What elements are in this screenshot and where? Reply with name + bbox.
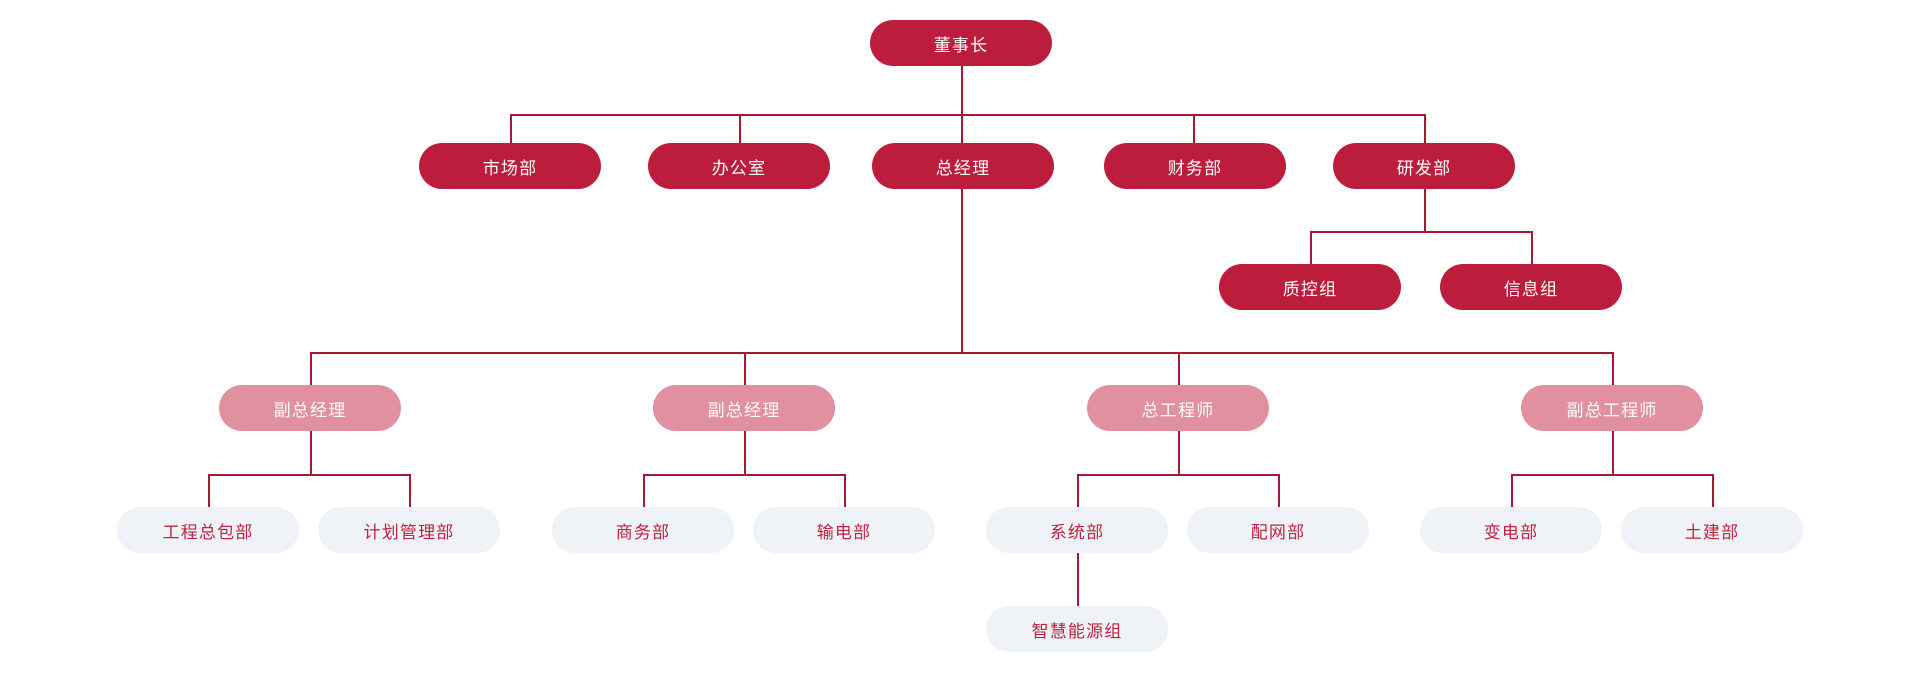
connector-drop-epc — [208, 474, 210, 507]
org-node-system-dept[interactable]: 系统部 — [986, 507, 1168, 553]
connector-drop-qc — [1310, 231, 1312, 264]
connector-chairman-stem — [961, 66, 963, 115]
connector-drop-business — [643, 474, 645, 507]
org-node-distribution[interactable]: 配网部 — [1187, 507, 1369, 553]
connector-drop-distribution — [1278, 474, 1280, 507]
connector-rnd-stem — [1424, 189, 1426, 231]
org-node-epc-dept[interactable]: 工程总包部 — [117, 507, 299, 553]
connector-deputy-stem — [1612, 431, 1614, 474]
org-node-deputy-chief[interactable]: 副总工程师 — [1521, 385, 1703, 431]
connector-drop-finance — [1193, 114, 1195, 143]
connector-drop-info — [1531, 231, 1533, 264]
org-node-transmission[interactable]: 输电部 — [753, 507, 935, 553]
connector-drop-civil — [1712, 474, 1714, 507]
org-node-chairman[interactable]: 董事长 — [870, 20, 1052, 66]
connector-drop-system — [1077, 474, 1079, 507]
connector-drop-office — [739, 114, 741, 143]
connector-drop-substation — [1511, 474, 1513, 507]
connector-dgm1-stem — [310, 431, 312, 474]
org-node-rnd[interactable]: 研发部 — [1333, 143, 1515, 189]
org-node-gm[interactable]: 总经理 — [872, 143, 1054, 189]
org-node-business-dept[interactable]: 商务部 — [552, 507, 734, 553]
org-node-qc-group[interactable]: 质控组 — [1219, 264, 1401, 310]
connector-dgm1-bus — [208, 474, 409, 476]
connector-drop-marketing — [510, 114, 512, 143]
connector-dgm2-stem — [744, 431, 746, 474]
connector-gm-stem — [961, 189, 963, 352]
org-node-civil-dept[interactable]: 土建部 — [1621, 507, 1803, 553]
org-node-dgm-1[interactable]: 副总经理 — [219, 385, 401, 431]
connector-drop-transmission — [844, 474, 846, 507]
connector-chief-bus — [1077, 474, 1278, 476]
org-node-smart-energy[interactable]: 智慧能源组 — [986, 606, 1168, 652]
connector-chief-stem — [1178, 431, 1180, 474]
connector-rnd-bus — [1310, 231, 1531, 233]
connector-drop-deputy-chief — [1612, 352, 1614, 385]
org-node-substation[interactable]: 变电部 — [1420, 507, 1602, 553]
connector-gm-bus — [310, 352, 1612, 354]
connector-system-to-smart — [1077, 553, 1079, 606]
connector-deputy-bus — [1511, 474, 1712, 476]
connector-drop-rnd — [1424, 114, 1426, 143]
org-node-dgm-2[interactable]: 副总经理 — [653, 385, 835, 431]
connector-drop-dgm-1 — [310, 352, 312, 385]
org-node-info-group[interactable]: 信息组 — [1440, 264, 1622, 310]
org-node-marketing[interactable]: 市场部 — [419, 143, 601, 189]
connector-dgm2-bus — [643, 474, 844, 476]
connector-drop-plan — [409, 474, 411, 507]
org-node-finance[interactable]: 财务部 — [1104, 143, 1286, 189]
org-node-chief-eng[interactable]: 总工程师 — [1087, 385, 1269, 431]
connector-drop-dgm-2 — [744, 352, 746, 385]
org-node-plan-dept[interactable]: 计划管理部 — [318, 507, 500, 553]
org-node-office[interactable]: 办公室 — [648, 143, 830, 189]
connector-drop-chief-eng — [1178, 352, 1180, 385]
connector-drop-gm — [961, 114, 963, 143]
connector-chairman-bus — [510, 114, 1424, 116]
